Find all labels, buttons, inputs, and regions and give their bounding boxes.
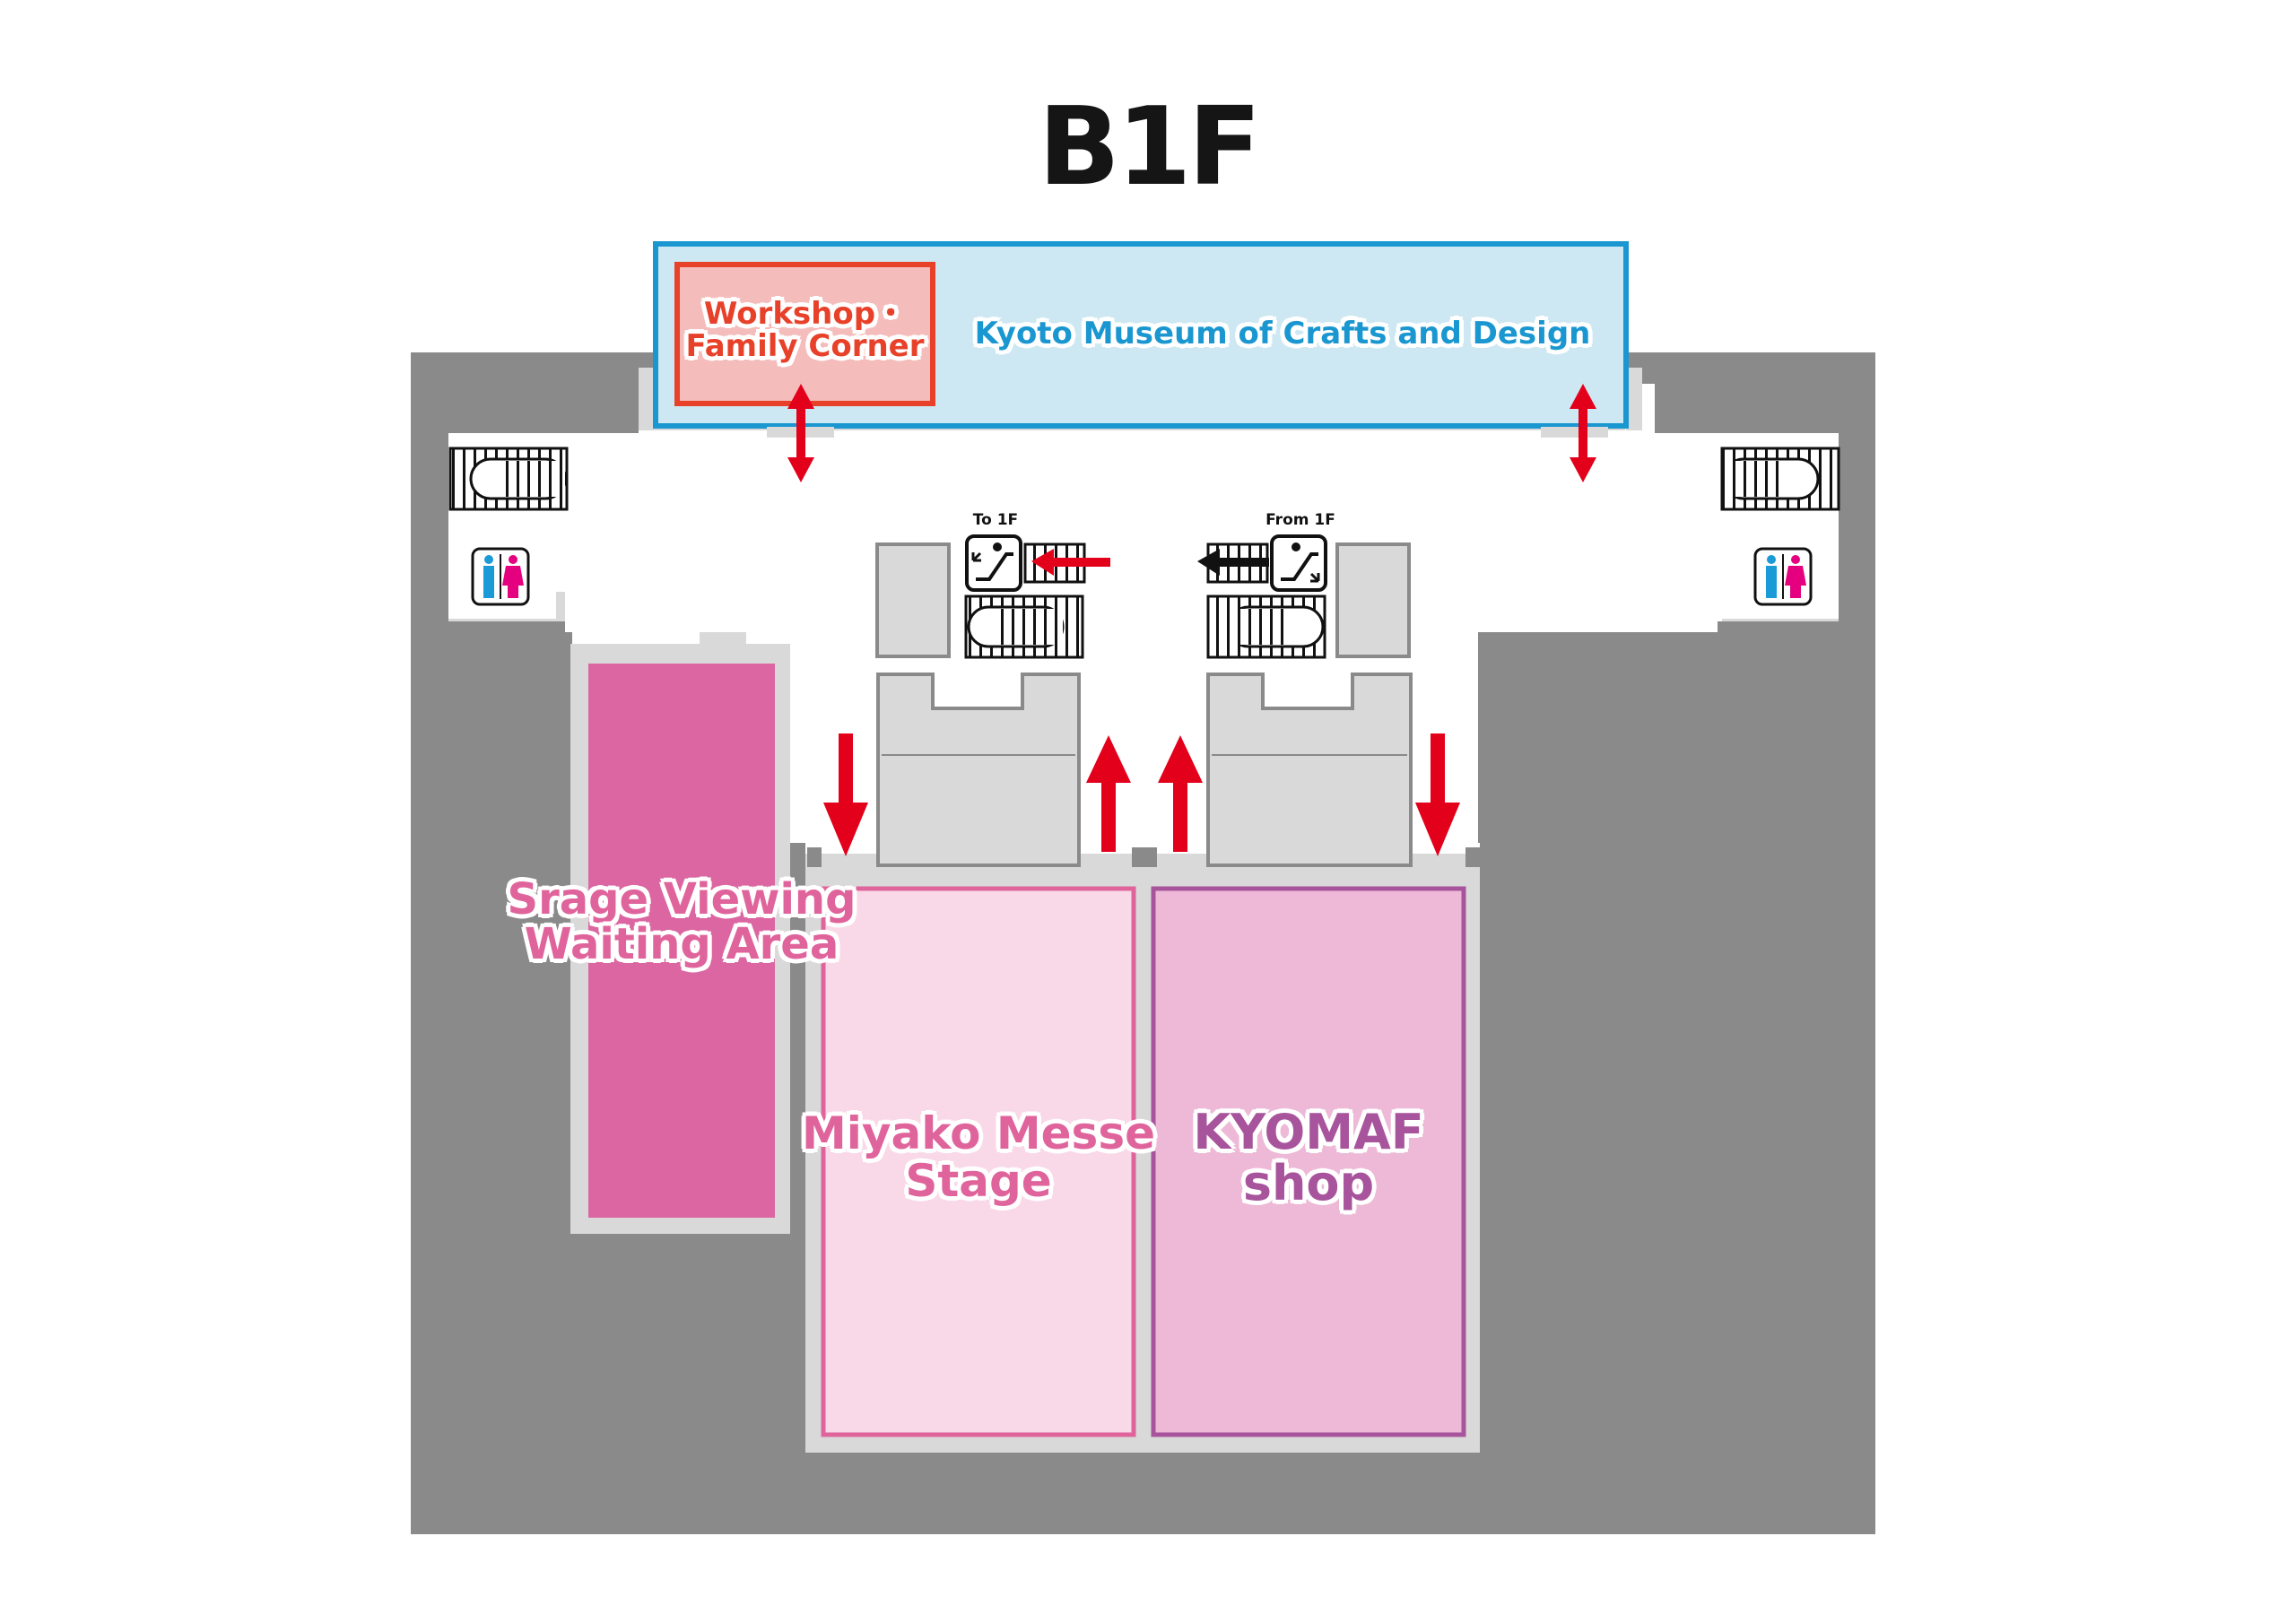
stage-label-line2: Stage: [905, 1154, 1052, 1207]
floor-title: B1F: [1038, 85, 1262, 210]
shop-label-line1: KYOMAF: [1193, 1104, 1424, 1160]
museum-label: Kyoto Museum of Crafts and Design: [974, 316, 1591, 352]
escalator-down-label: From 1F: [1265, 511, 1335, 529]
workshop-area: [674, 262, 935, 406]
workshop-label-line2: Family Corner: [685, 327, 925, 364]
restroom-icon: [448, 534, 556, 619]
workshop-label: Workshop・ Family Corner: [677, 296, 933, 364]
shop-label-line2: shop: [1242, 1154, 1375, 1211]
waiting-area-label-line1: Srage Viewing: [507, 874, 857, 924]
waiting-area-label-line2: Waiting Area: [524, 919, 839, 970]
stage-label-line1: Miyako Messe: [802, 1107, 1155, 1159]
waiting-area-label: Srage Viewing Waiting Area: [502, 877, 861, 968]
direction-arrow-icon: [1197, 549, 1269, 576]
stairs-icon: [448, 447, 1840, 659]
shop-area: [1151, 886, 1466, 1437]
workshop-label-line1: Workshop・: [703, 296, 907, 332]
stage-label: Miyako Messe Stage: [799, 1110, 1158, 1204]
escalator-up-label: To 1F: [972, 511, 1019, 529]
pillars: [875, 542, 1413, 867]
waiting-area: [588, 664, 775, 1218]
escalator-up-icon: [965, 534, 1022, 592]
shop-label: KYOMAF shop: [1129, 1107, 1488, 1209]
direction-arrow-icon: [787, 384, 1596, 856]
restroom-icon: [1722, 534, 1839, 619]
stage-area: [821, 886, 1136, 1437]
escalator-down-icon: [1270, 534, 1327, 592]
